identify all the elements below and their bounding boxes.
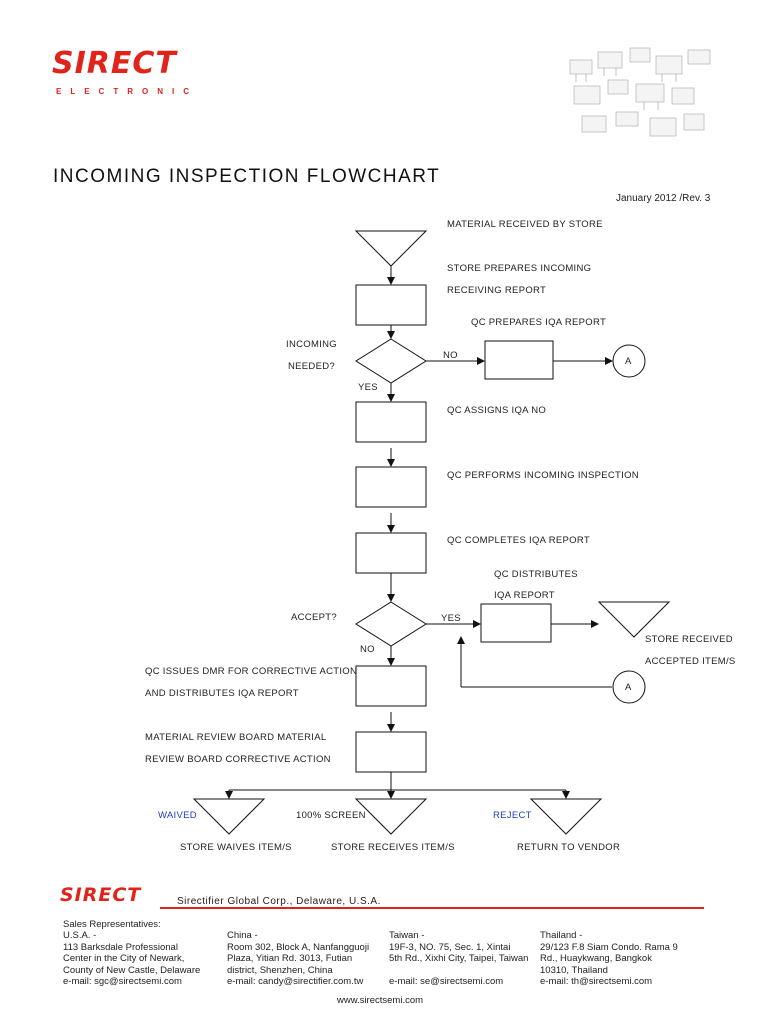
- accept-diamond: [355, 601, 427, 647]
- store-received-triangle: [597, 601, 671, 638]
- company-logo: SIRECT: [52, 46, 177, 81]
- label-waived: WAIVED: [158, 810, 197, 821]
- incoming-needed-diamond: [355, 338, 427, 384]
- label-qc-prepares: QC PREPARES IQA REPORT: [471, 317, 607, 328]
- label-yes-2: YES: [441, 613, 461, 624]
- footer-divider: [160, 907, 704, 909]
- label-mrb-2: REVIEW BOARD CORRECTIVE ACTION: [145, 754, 331, 765]
- complete-iqa-box: [355, 532, 427, 574]
- sales-label: Sales Representatives:: [63, 919, 161, 930]
- label-yes-1: YES: [358, 382, 378, 393]
- label-reject: REJECT: [493, 810, 532, 821]
- reject-triangle: [529, 798, 603, 835]
- screen-triangle: [354, 798, 428, 835]
- components-illustration: [569, 47, 711, 137]
- assign-iqa-box: [355, 401, 427, 443]
- issue-dmr-box: [355, 665, 427, 707]
- revision-date: January 2012 /Rev. 3: [616, 193, 711, 204]
- label-mrb-1: MATERIAL REVIEW BOARD MATERIAL: [145, 732, 327, 743]
- label-no-2: NO: [360, 644, 375, 655]
- connector-a-bottom: [612, 670, 646, 704]
- connector-a-top: [612, 344, 646, 378]
- label-store-waives: STORE WAIVES ITEM/S: [180, 842, 292, 853]
- website-link[interactable]: www.sirectsemi.com: [337, 995, 424, 1006]
- iqa-report-box: [484, 340, 554, 380]
- label-store-prepares-2: RECEIVING REPORT: [447, 285, 547, 296]
- perform-inspection-box: [355, 466, 427, 508]
- label-connector-a-top: A: [625, 356, 632, 367]
- start-triangle: [354, 230, 428, 267]
- label-qc-assigns: QC ASSIGNS IQA NO: [447, 405, 547, 416]
- label-no-1: NO: [443, 350, 458, 361]
- label-store-received-1: STORE RECEIVED: [645, 634, 733, 645]
- distribute-iqa-box: [480, 603, 552, 643]
- label-accept: ACCEPT?: [291, 612, 337, 623]
- label-store-receives: STORE RECEIVES ITEM/S: [331, 842, 455, 853]
- page-title: INCOMING INSPECTION FLOWCHART: [53, 166, 441, 187]
- logo-subtitle: ELECTRONIC: [56, 87, 198, 96]
- label-store-prepares-1: STORE PREPARES INCOMING: [447, 263, 592, 274]
- label-qc-distributes-1: QC DISTRIBUTES: [494, 569, 578, 580]
- label-connector-a-bottom: A: [625, 682, 632, 693]
- label-qc-issues-1: QC ISSUES DMR FOR CORRECTIVE ACTION: [145, 666, 358, 677]
- label-material-received: MATERIAL RECEIVED BY STORE: [447, 219, 603, 230]
- receiving-report-box: [355, 284, 427, 326]
- label-qc-performs: QC PERFORMS INCOMING INSPECTION: [447, 470, 639, 481]
- waive-triangle: [192, 798, 266, 835]
- label-qc-issues-2: AND DISTRIBUTES IQA REPORT: [145, 688, 299, 699]
- footer-company: Sirectifier Global Corp., Delaware, U.S.…: [177, 896, 381, 907]
- label-store-received-2: ACCEPTED ITEM/S: [645, 656, 736, 667]
- label-qc-completes: QC COMPLETES IQA REPORT: [447, 535, 590, 546]
- label-screen: 100% SCREEN: [296, 810, 366, 821]
- label-incoming: INCOMING: [286, 339, 337, 350]
- footer-logo: SIRECT: [60, 884, 142, 906]
- label-qc-distributes-2: IQA REPORT: [494, 590, 555, 601]
- label-needed: NEEDED?: [288, 361, 335, 372]
- mrb-box: [355, 731, 427, 773]
- label-return-vendor: RETURN TO VENDOR: [517, 842, 621, 853]
